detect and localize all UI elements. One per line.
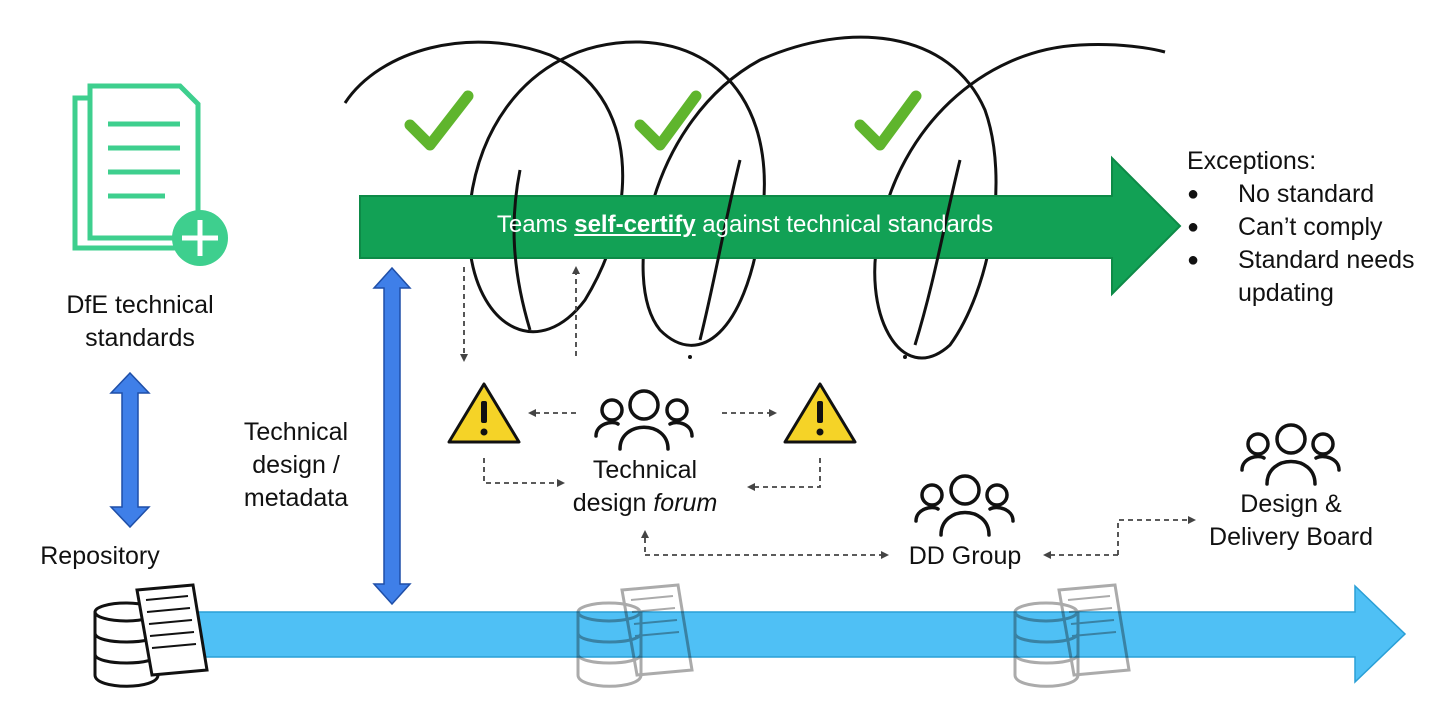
forum-label-line2-prefix: design [572,489,654,517]
spiral-front [913,159,962,346]
exception-item: No standard [1187,178,1438,211]
spiral-dot [903,355,907,359]
spiral-dot [688,355,692,359]
checkmark-icon [404,90,474,151]
self-certify-prefix: Teams [496,211,575,238]
metadata-label: Technical design / metadata [243,418,349,512]
spiral-front [698,159,742,341]
people-group-icon [914,474,1015,537]
database-document-icon [576,583,694,688]
self-certify-suffix: against technical standards [695,211,994,238]
exceptions-list: Exceptions: No standard Can’t comply Sta… [1187,145,1438,310]
spiral-loop [343,35,1166,360]
people-group-icon [594,389,694,451]
checkmark-icon [854,90,922,151]
forum-label-emphasis: forum [653,489,718,517]
database-document-icon [1013,583,1131,688]
warning-icon [783,382,857,444]
forum-label-line2: design forum [550,487,740,520]
exceptions-title: Exceptions: [1187,147,1317,175]
dashed-connectors [460,266,1196,559]
database-document-icon [93,583,209,688]
board-label: Design & Delivery Board [1209,490,1373,551]
self-certify-arrow [359,155,1182,297]
spiral-front [512,169,532,331]
self-certify-emphasis: self-certify [574,211,696,238]
warning-icon [447,382,521,444]
exception-item: Standard needs updating [1187,244,1438,310]
self-certify-text: Teams self-certify against technical sta… [360,207,1130,243]
standards-label: DfE technical standards [66,291,214,352]
exception-item: Can’t comply [1187,211,1438,244]
forum-label-line1: Technical [592,456,698,484]
repository-label: Repository [40,542,160,570]
standards-repository-double-arrow [109,371,151,529]
dd-group-label: DD Group [908,542,1022,570]
checkmark-icon [634,90,702,151]
timeline-arrow [149,584,1407,684]
forum-label: Technical design forum [550,454,740,520]
document-plus-icon [72,83,228,266]
metadata-double-arrow [372,266,412,606]
people-group-icon [1240,423,1341,486]
